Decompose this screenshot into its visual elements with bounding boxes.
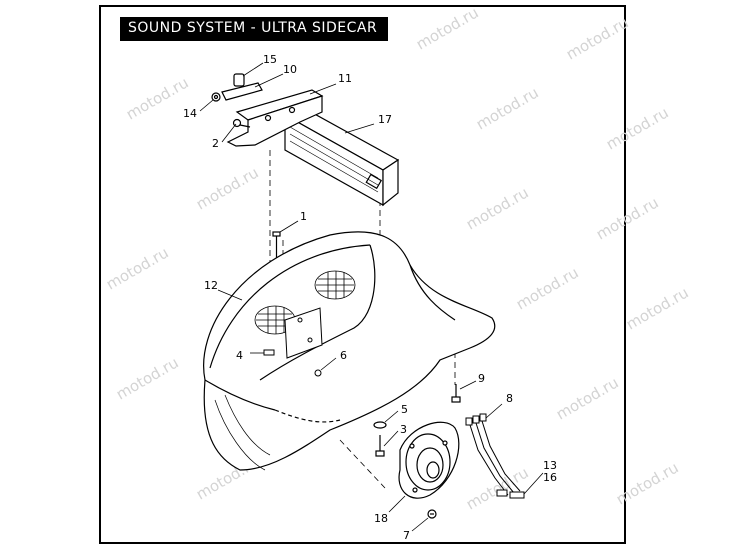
mounting-bracket (226, 89, 324, 147)
bolt-9 (451, 384, 461, 403)
clip (263, 349, 275, 356)
amplifier-module (283, 105, 400, 207)
watermark-text: motod.ru (113, 353, 182, 403)
callout-11: 11 (338, 72, 352, 85)
callout-5: 5 (401, 403, 408, 416)
watermark-text: motod.ru (193, 163, 262, 213)
grommet (233, 73, 245, 87)
callout-7: 7 (403, 529, 410, 542)
callout-6: 6 (340, 349, 347, 362)
watermark-text: motod.ru (513, 263, 582, 313)
callout-17: 17 (378, 113, 392, 126)
watermark-text: motod.ru (123, 73, 192, 123)
callout-8: 8 (506, 392, 513, 405)
fairing-body (203, 231, 496, 471)
washer (373, 421, 387, 429)
callout-labels: 1 2 3 4 5 6 7 8 9 10 11 12 13 14 15 16 1… (183, 53, 557, 542)
connector (509, 491, 525, 499)
washer-and-bolt (373, 421, 387, 457)
inner-mounting-panel (284, 307, 323, 359)
watermark-text: motod.ru (473, 83, 542, 133)
callout-9: 9 (478, 372, 485, 385)
watermark-text: motod.ru (563, 13, 632, 63)
screw-7 (427, 509, 437, 519)
callout-16: 16 (543, 471, 557, 484)
diagram-title: SOUND SYSTEM - ULTRA SIDECAR (128, 20, 378, 36)
speaker-grille-right (314, 270, 356, 300)
wiring-harness (465, 413, 525, 499)
callout-10: 10 (283, 63, 297, 76)
watermark-text: motod.ru (593, 193, 662, 243)
callout-15: 15 (263, 53, 277, 66)
callout-18: 18 (374, 512, 388, 525)
watermark-text: motod.ru (463, 183, 532, 233)
inner-fasteners (263, 349, 322, 377)
watermark-text: motod.ru (413, 3, 482, 53)
watermark-text: motod.ru (613, 458, 682, 508)
callout-4: 4 (236, 349, 243, 362)
grommet (314, 369, 322, 377)
callout-12: 12 (204, 279, 218, 292)
watermark-text: motod.ru (603, 103, 672, 153)
bolt-1 (272, 231, 281, 260)
bracket-clip (221, 73, 263, 101)
watermark-text: motod.ru (553, 373, 622, 423)
callout-2: 2 (212, 137, 219, 150)
callout-3: 3 (400, 423, 407, 436)
title-bar: SOUND SYSTEM - ULTRA SIDECAR (120, 17, 388, 41)
leader-lines (199, 62, 544, 532)
connector (496, 489, 508, 497)
callout-1: 1 (300, 210, 307, 223)
callout-13: 13 (543, 459, 557, 472)
speaker (398, 421, 460, 499)
watermark-text: motod.ru (623, 283, 692, 333)
callout-14: 14 (183, 107, 197, 120)
watermark-text: motod.ru (103, 243, 172, 293)
